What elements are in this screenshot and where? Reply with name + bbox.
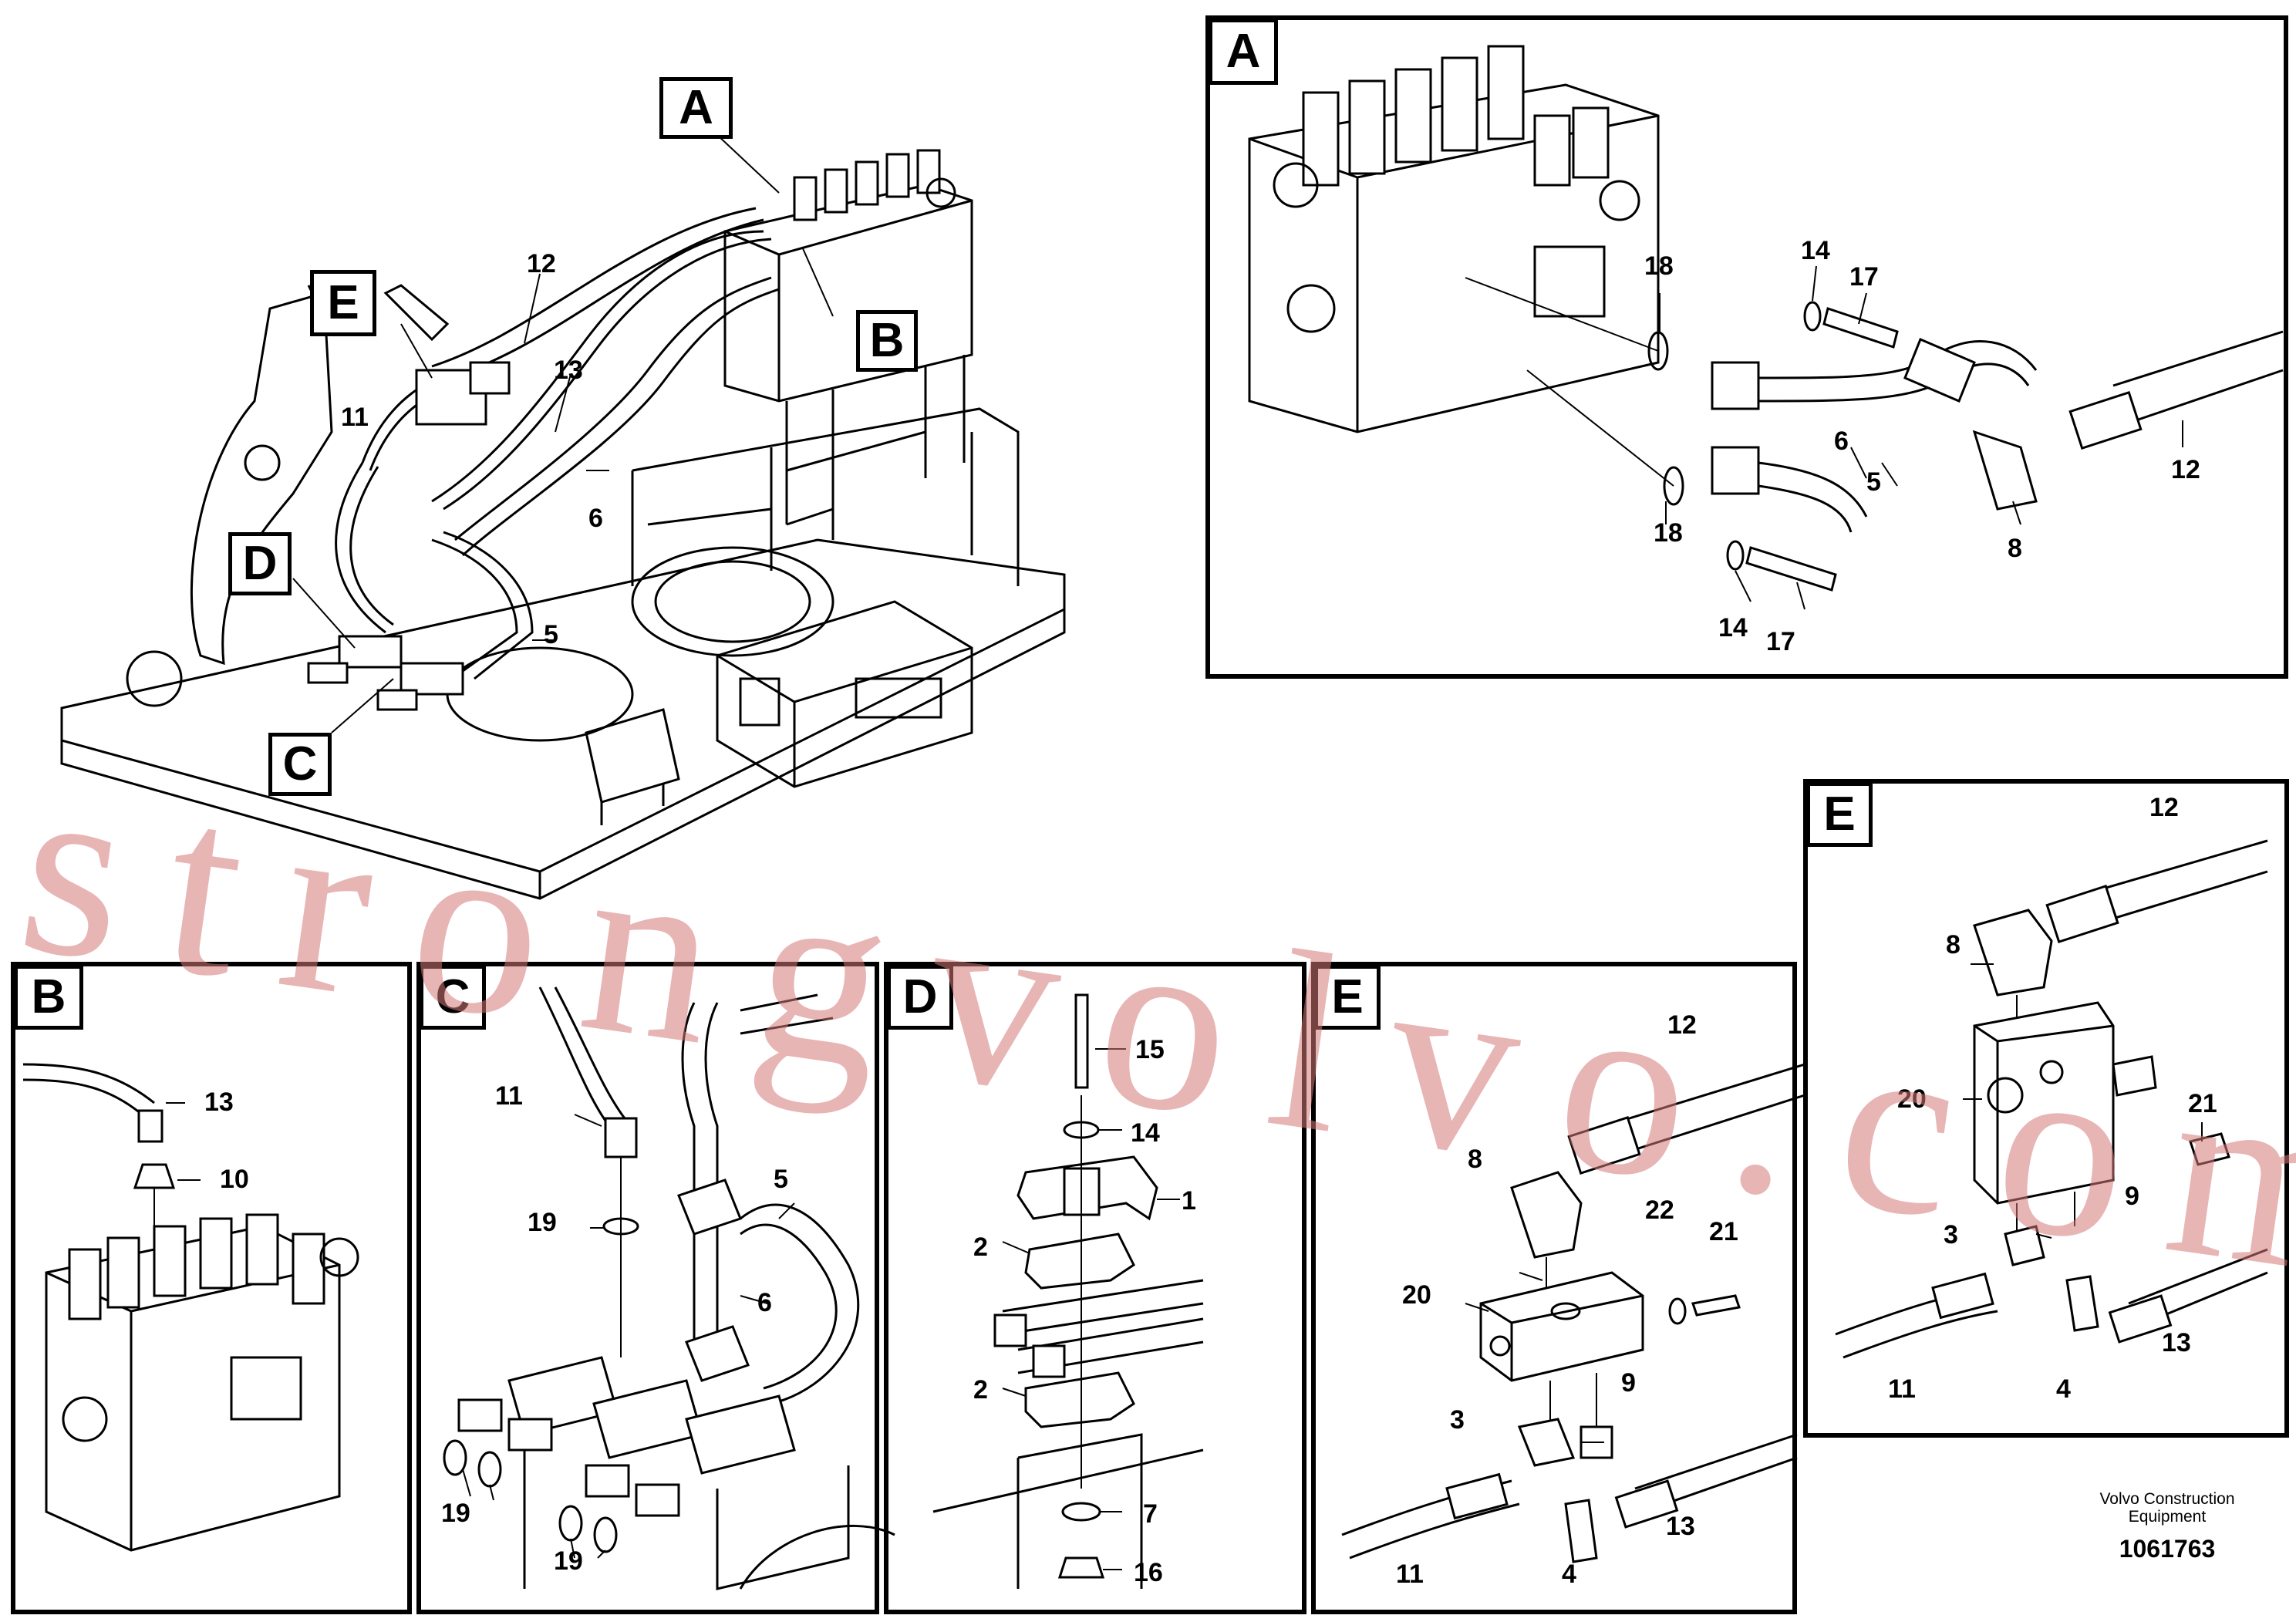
panel-a-callout-17-bottom: 17 [1766,627,1795,656]
panel-d [884,962,1306,1614]
panel-e2-callout-21: 21 [2188,1089,2217,1118]
overview-tag-e: E [310,270,376,336]
overview-tag-a: A [659,77,733,139]
overview-tag-d: D [228,532,292,595]
panel-c-callout-19-left: 19 [441,1499,470,1528]
panel-d-tag: D [887,965,953,1030]
panel-d-callout-2-top: 2 [973,1233,988,1262]
panel-e2-tag: E [1806,782,1873,847]
panel-b-callout-13: 13 [204,1088,234,1117]
company-line-2: Equipment [2128,1508,2207,1526]
panel-a-callout-12: 12 [2171,455,2200,484]
panel-e2-callout-9: 9 [2125,1182,2139,1211]
panel-d-callout-14: 14 [1131,1118,1160,1148]
panel-c [416,962,879,1614]
panel-e2-callout-12: 12 [2149,793,2179,822]
company-line-1: Volvo Construction [2099,1490,2235,1508]
panel-e1-callout-11: 11 [1396,1560,1424,1589]
panel-e1 [1311,962,1797,1614]
overview-callout-5: 5 [544,620,558,649]
panel-a-callout-17-top: 17 [1849,262,1879,292]
panel-e1-callout-3: 3 [1450,1405,1465,1435]
panel-c-callout-19-bottom: 19 [554,1546,583,1576]
panel-c-callout-5: 5 [774,1165,788,1194]
panel-b [11,962,412,1614]
panel-e1-callout-22: 22 [1645,1195,1674,1225]
panel-d-callout-15: 15 [1135,1035,1165,1064]
panel-a-art [1248,45,2284,610]
panel-e1-callout-13: 13 [1666,1512,1695,1541]
panel-e1-callout-8: 8 [1468,1145,1482,1174]
panel-a-callout-18-top: 18 [1644,251,1674,281]
overview-art [60,134,1066,900]
panel-a-callout-8: 8 [2008,534,2022,563]
panel-d-callout-2-bottom: 2 [973,1375,988,1404]
panel-e2-callout-11: 11 [1888,1374,1916,1404]
overview-tag-b: B [856,310,918,372]
panel-c-callout-6: 6 [757,1288,772,1317]
overview-callout-11: 11 [341,403,369,432]
panel-e2-callout-13: 13 [2162,1328,2191,1357]
panel-e2 [1803,779,2289,1438]
panel-d-art [932,993,1204,1589]
panel-c-callout-11: 11 [495,1081,523,1111]
panel-a-tag: A [1209,19,1278,85]
overview-callout-12: 12 [527,249,556,278]
panel-b-art [22,1063,359,1552]
panel-b-tag: B [14,965,83,1030]
overview-callout-13: 13 [554,356,583,385]
panel-e2-callout-4: 4 [2056,1374,2071,1404]
panel-a-callout-6: 6 [1834,427,1849,456]
panel-e1-callout-20: 20 [1402,1280,1431,1310]
panel-c-art [443,986,895,1590]
panel-e1-callout-12: 12 [1667,1010,1697,1040]
panel-e1-callout-21: 21 [1709,1217,1738,1246]
panel-a-callout-5: 5 [1866,467,1881,497]
panel-d-callout-7: 7 [1143,1499,1158,1529]
panel-d-callout-1: 1 [1182,1186,1196,1216]
panel-e1-callout-4: 4 [1562,1560,1576,1589]
panel-a-callout-14-top: 14 [1801,236,1830,265]
panel-e1-art [1341,1063,1805,1563]
panel-a [1205,15,2288,679]
panel-c-callout-19-top: 19 [528,1208,557,1237]
panel-e2-callout-20: 20 [1897,1084,1927,1114]
panel-e2-art [1835,839,2268,1359]
panel-b-callout-10: 10 [220,1165,249,1194]
drawing-number: 1061763 [2119,1535,2216,1563]
panel-d-callout-16: 16 [1134,1558,1163,1587]
company-name: Volvo Construction Equipment [2052,1490,2283,1526]
panel-c-tag: C [420,965,486,1030]
panel-e2-callout-8: 8 [1946,930,1961,959]
panel-e2-callout-3: 3 [1944,1220,1958,1249]
panel-a-callout-18-bottom: 18 [1654,518,1683,548]
panel-a-callout-14-bottom: 14 [1718,613,1748,642]
panel-e1-tag: E [1314,965,1381,1030]
overview-callout-6: 6 [588,504,603,533]
panel-e1-callout-9: 9 [1621,1368,1636,1398]
overview-tag-c: C [268,733,332,796]
